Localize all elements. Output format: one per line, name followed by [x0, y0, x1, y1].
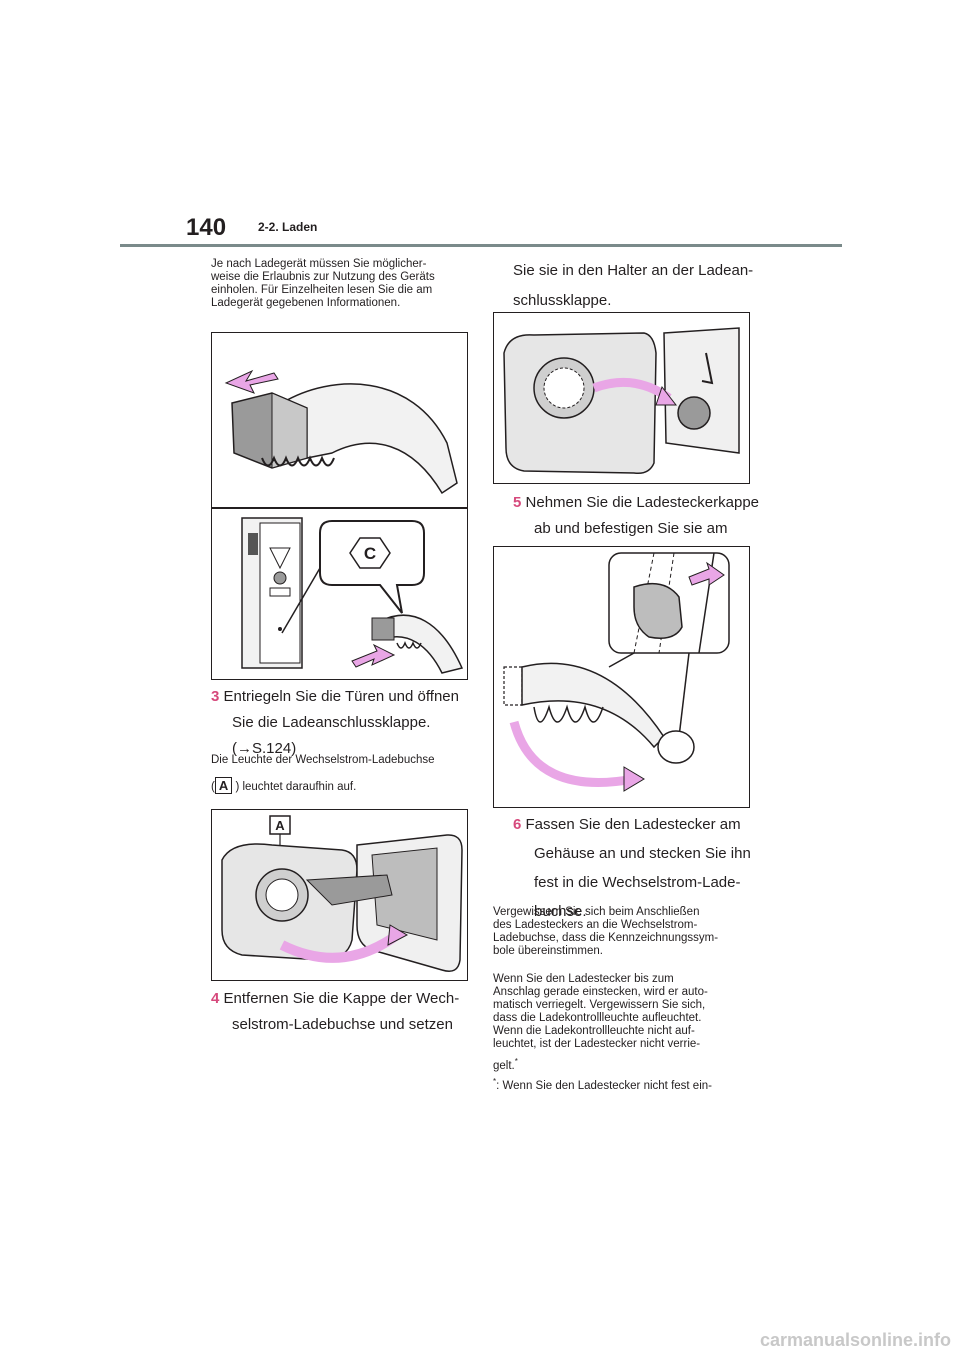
step-3: 3 Entriegeln Sie die Türen und öffnen Si… — [211, 688, 459, 757]
step-4: 4 Entfernen Sie die Kappe der Wech- sels… — [211, 990, 460, 1033]
figure-cap-holder — [493, 312, 750, 484]
step-3-note: Die Leuchte der Wechselstrom-Ladebuchse … — [211, 754, 435, 794]
step-4-continued: Sie sie in den Halter an der Ladean- sch… — [513, 262, 754, 309]
header-rule — [120, 244, 842, 247]
step-6-note-symbols: Vergewissern Sie sich beim Anschließen d… — [493, 906, 719, 957]
step-3-number: 3 — [211, 688, 220, 705]
figure-charging-station: C — [211, 332, 468, 680]
step-6-number: 6 — [513, 816, 522, 833]
step-5-number: 5 — [513, 494, 522, 511]
fig2-label-a: A — [275, 818, 285, 833]
intro-text: Je nach Ladegerät müssen Sie möglicher- … — [211, 258, 435, 309]
section-title: 2-2. Laden — [258, 220, 318, 234]
footnote: : Wenn Sie den Ladestecker nicht fest ei… — [496, 1079, 712, 1092]
page-number: 140 — [186, 214, 227, 241]
fig1-label-c: C — [364, 544, 376, 563]
figure-plug-cap-cable — [493, 546, 750, 808]
watermark: carmanualsonline.info — [760, 1330, 952, 1350]
figure-charging-port: A — [211, 809, 468, 981]
step-6-note-lock: Wenn Sie den Ladestecker bis zum Anschla… — [493, 973, 712, 1092]
step-4-number: 4 — [211, 990, 220, 1007]
step-6: 6 Fassen Sie den Ladestecker am Gehäuse … — [513, 816, 751, 920]
label-a-badge: A — [214, 777, 233, 794]
